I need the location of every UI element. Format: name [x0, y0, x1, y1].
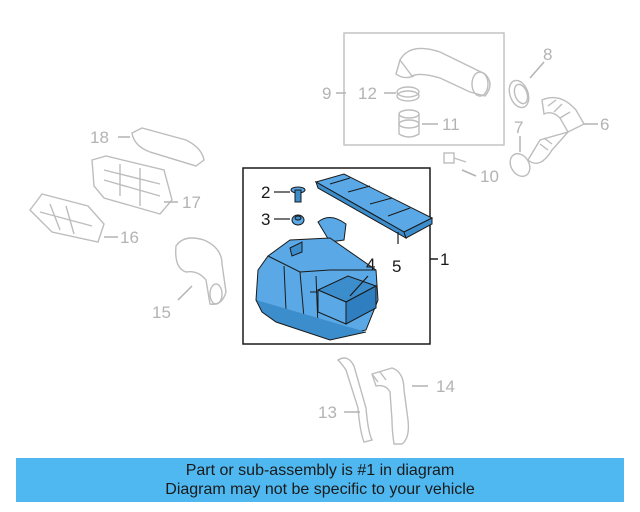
callout-4[interactable]: 4 [366, 255, 375, 274]
callout-3[interactable]: 3 [261, 210, 270, 229]
resonator-part-11 [398, 109, 420, 138]
bolt-part-2[interactable] [290, 186, 306, 203]
clamp-part-8 [508, 79, 530, 109]
info-banner: Part or sub-assembly is #1 in diagram Di… [16, 458, 624, 502]
callout-8: 8 [543, 45, 552, 64]
callout-10: 10 [480, 167, 499, 186]
callout-17: 17 [182, 193, 201, 212]
cover-part-18 [131, 127, 205, 167]
subassembly-box-9 [343, 32, 505, 146]
callout-11: 11 [442, 115, 460, 134]
callout-9: 9 [322, 84, 331, 103]
air-box-housing[interactable] [255, 217, 379, 341]
duct-part-17 [91, 155, 173, 215]
callout-2[interactable]: 2 [261, 183, 270, 202]
callout-13: 13 [318, 403, 337, 422]
callout-5[interactable]: 5 [392, 257, 401, 276]
banner-line-assembly: Part or sub-assembly is #1 in diagram [185, 462, 455, 479]
sensor-part-10 [443, 152, 467, 164]
callout-1[interactable]: 1 [440, 250, 449, 269]
callout-6: 6 [600, 115, 609, 134]
callout-16: 16 [120, 228, 139, 247]
clamp-part-7 [509, 152, 531, 178]
air-filter-lid-part-5[interactable] [314, 173, 434, 240]
callout-12: 12 [358, 84, 377, 103]
drain-tube-part-13 [336, 357, 374, 443]
callout-7: 7 [514, 118, 523, 137]
intake-tube-part-9 [395, 47, 491, 97]
intake-hose-part-6 [527, 96, 585, 164]
assembly-frame-1 [242, 167, 431, 345]
callout-15: 15 [152, 303, 171, 322]
banner-line-disclaimer: Diagram may not be specific to your vehi… [165, 481, 475, 498]
callout-18: 18 [90, 128, 109, 147]
hose-part-15 [175, 237, 227, 305]
hose-part-14 [371, 367, 410, 445]
parts-diagram: 9 12 11 8 6 7 10 18 17 16 [29, 32, 609, 445]
grommet-part-3[interactable] [291, 214, 305, 226]
hose-clamp-part-12 [396, 86, 420, 102]
callout-14: 14 [436, 377, 455, 396]
duct-part-16 [29, 193, 105, 243]
